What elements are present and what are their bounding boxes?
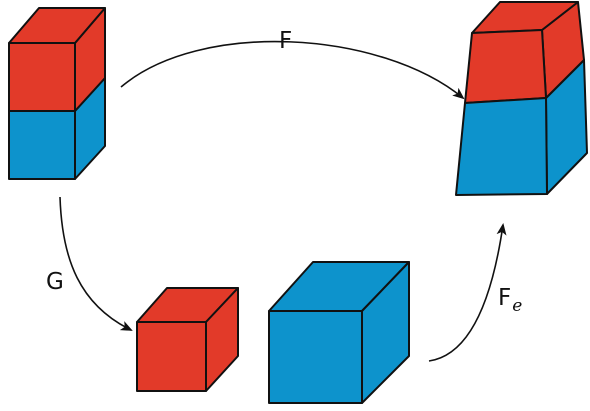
small-red-cube-front-face <box>136 321 207 392</box>
stacked-cube <box>8 7 106 180</box>
arrow-g <box>59 196 133 331</box>
stacked-cube-blue-front-face <box>8 110 76 180</box>
arrow-fe <box>428 223 507 362</box>
label-fe-subscript: e <box>512 296 522 316</box>
deformed-stacked-block <box>455 1 588 196</box>
stacked-cube-red-front-face <box>8 42 76 112</box>
label-fe-main: F <box>498 285 511 311</box>
arrow-f <box>120 40 465 100</box>
label-f: F <box>279 28 292 54</box>
deformed-block-blue-front-face <box>455 97 548 196</box>
label-fe: Fe <box>498 285 522 316</box>
label-g: G <box>46 269 64 295</box>
deformed-block-red-front-face <box>464 29 547 104</box>
large-blue-cube <box>268 261 410 404</box>
small-red-cube <box>136 287 239 392</box>
large-blue-cube-front-face <box>268 310 363 404</box>
